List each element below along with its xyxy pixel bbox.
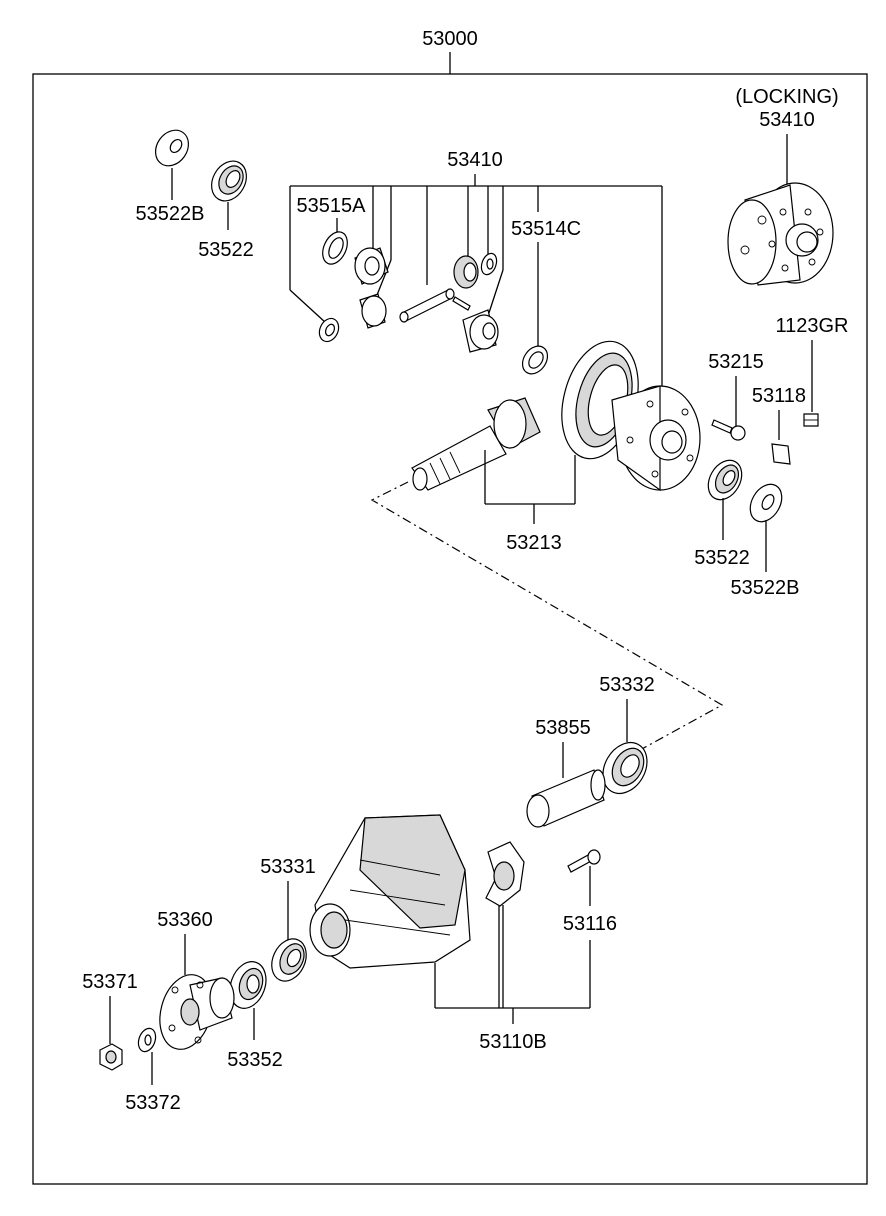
label-53213: 53213 [506,532,562,554]
label-53522B-right: 53522B [731,577,800,599]
bolt-53215-part [711,419,746,441]
locking-differential-case-part [727,182,834,286]
shim-53522B-right-part [749,483,783,523]
bolt-1123GR-part [803,413,819,427]
label-53360: 53360 [157,909,213,931]
label-53110B: 53110B [479,1031,546,1053]
side-gear-right-part [453,255,479,289]
label-53855: 53855 [535,717,591,739]
small-washer-part [318,317,340,343]
pinion-gear-left-part [359,293,387,329]
label-53215: 53215 [708,351,764,373]
locking-note: (LOCKING) [735,86,838,108]
label-53116: 53116 [563,913,617,935]
carrier-housing-part [309,814,471,969]
pinion-gear-right-part [462,309,499,353]
washer-53372-part [137,1027,157,1053]
label-53352: 53352 [227,1049,283,1071]
label-53372: 53372 [125,1092,181,1114]
label-53331: 53331 [260,856,316,878]
thrust-washer-53515A-part [322,231,348,265]
lock-pin-part [452,296,471,311]
shim-53522B-top-part [154,129,190,167]
bolt-53116-part [567,849,601,873]
assembly-number: 53000 [422,28,478,50]
lock-plate-53118-part [771,443,791,465]
assembly-axis-line [370,481,724,751]
label-53515A: 53515A [297,195,367,217]
drive-pinion-part [411,397,541,491]
label-53371: 53371 [82,971,138,993]
differential-case-part [611,385,701,492]
nut-53371-part [99,1043,123,1071]
label-53522-top: 53522 [198,239,254,261]
label-53410: 53410 [447,149,503,171]
companion-flange-53360-part [159,974,235,1050]
bearing-53332-part [602,741,648,795]
bracket-53213 [484,450,576,524]
label-1123GR: 1123GR [775,315,848,337]
pinion-shaft-part [399,288,455,323]
label-53514C: 53514C [511,218,581,240]
label-53410-locking: 53410 [759,109,815,131]
bearing-53522-top-part [211,160,247,202]
bearing-53522-right-part [707,459,743,501]
thrust-washer-53514C-part [521,345,549,375]
side-gear-left-part [354,247,389,285]
label-53332: 53332 [599,674,655,696]
oil-seal-53352-part [229,961,267,1009]
spacer-53855-part [526,769,606,828]
label-53118: 53118 [752,385,806,407]
bracket-53410 [289,185,663,390]
label-53522B-top: 53522B [136,203,205,225]
bearing-53331-part [271,938,307,982]
washer-right-part [480,252,498,276]
bearing-cap-part [485,841,525,907]
bracket-53110B [434,905,591,1024]
label-53522-right: 53522 [694,547,750,569]
